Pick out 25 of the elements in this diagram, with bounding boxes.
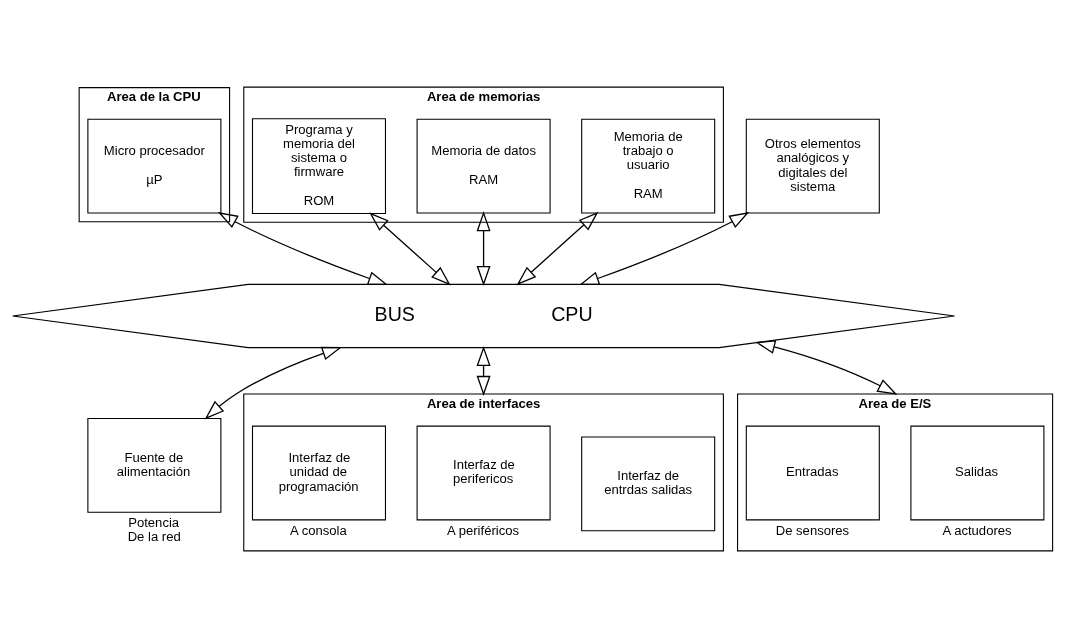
arrow [476,345,491,396]
node-box: Memoria de trabajo o usuario RAM [581,118,716,214]
arrow [204,346,343,419]
arrow [755,339,898,395]
node-box: Interfaz de unidad de programación [251,425,387,520]
node-box: Fuente de alimentación [87,417,222,513]
arrow [217,211,389,285]
arrow [579,211,750,285]
arrow [369,211,451,285]
arrow [476,210,491,286]
node-box: Programa y memoria del sistema o firmware ROM [251,117,387,214]
node-label: A actudores [942,522,1012,538]
node-label: De la red [127,528,181,544]
node-label: Potencia [128,514,180,530]
node-box: Interfaz de entrdas salidas [581,435,716,531]
node-label: De sensores [775,522,850,538]
node-label: A consola [290,522,347,538]
node-box: Memoria de datos RAM [416,118,551,214]
node-box: Micro procesador µP [87,118,222,214]
node-box: Otros elementos analógicos y digitales del sistema [745,118,880,214]
arrow [516,211,599,285]
node-label: A periféricos [447,522,520,538]
node-box: Entradas [745,425,880,520]
node-box: Interfaz de perifericos [416,425,551,520]
node-box: Salidas [910,425,1045,520]
